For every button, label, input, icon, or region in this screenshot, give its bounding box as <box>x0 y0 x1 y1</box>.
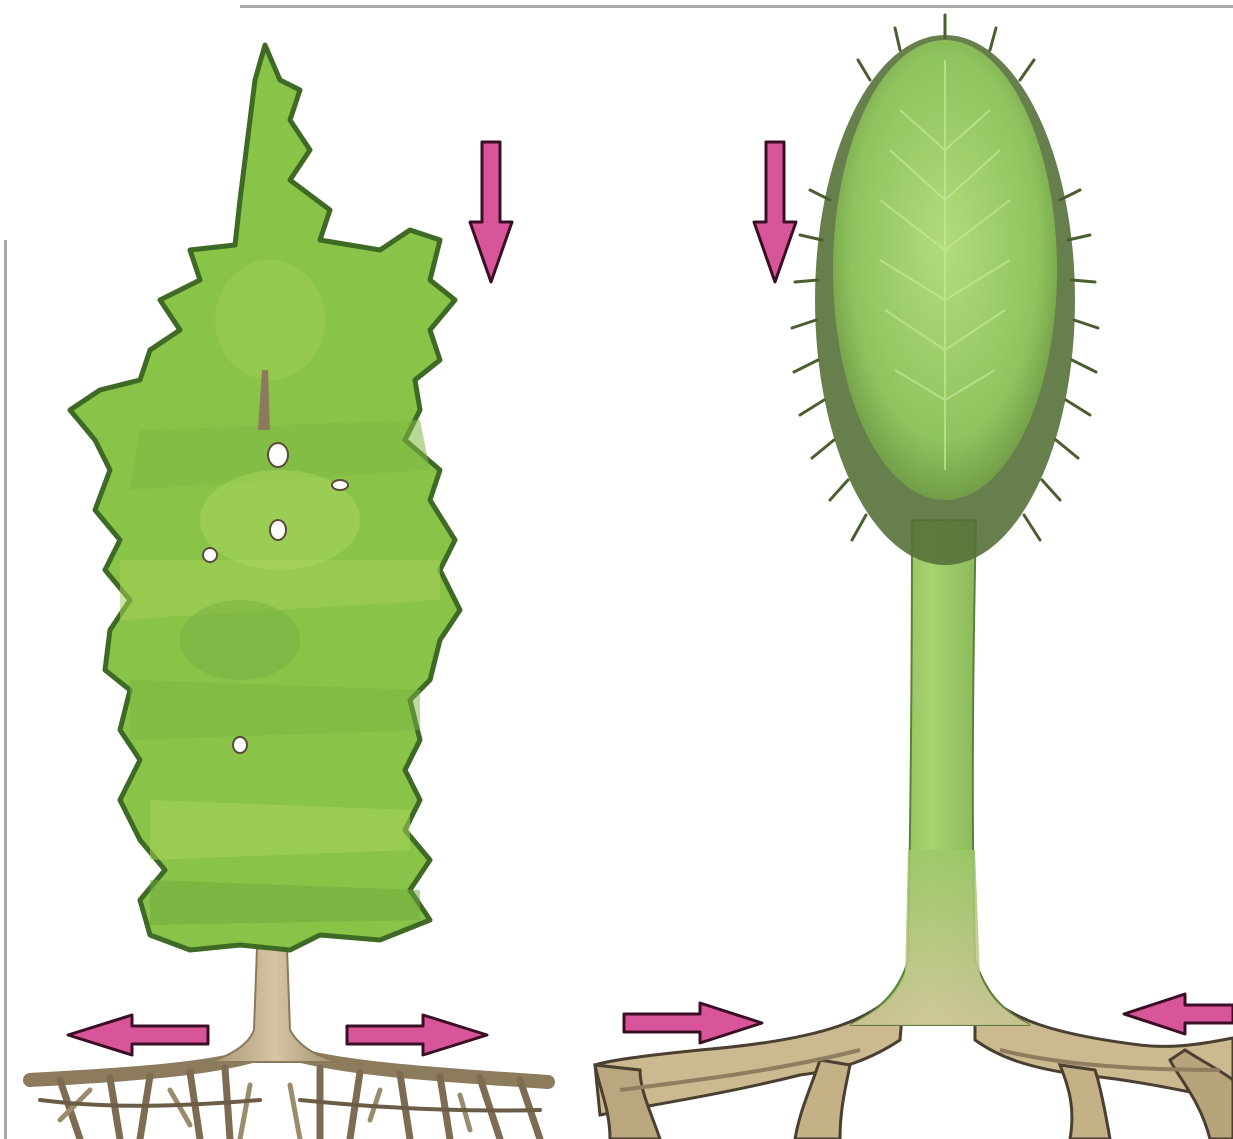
club-moss-crown <box>792 15 1098 565</box>
club-moss-tree-icon <box>595 15 1233 1139</box>
arrow-club-moss-top-down <box>754 142 796 282</box>
conifer-roots <box>30 1050 548 1139</box>
arrow-spruce-root-left <box>68 1015 208 1055</box>
arrow-club-moss-root-right <box>1124 994 1233 1034</box>
conifer-foliage <box>70 45 460 950</box>
arrow-spruce-top-down <box>470 142 512 282</box>
arrow-spruce-root-right <box>347 1015 487 1055</box>
arrow-club-moss-root-left <box>624 1003 762 1043</box>
conifer-tree-icon <box>30 45 548 1139</box>
